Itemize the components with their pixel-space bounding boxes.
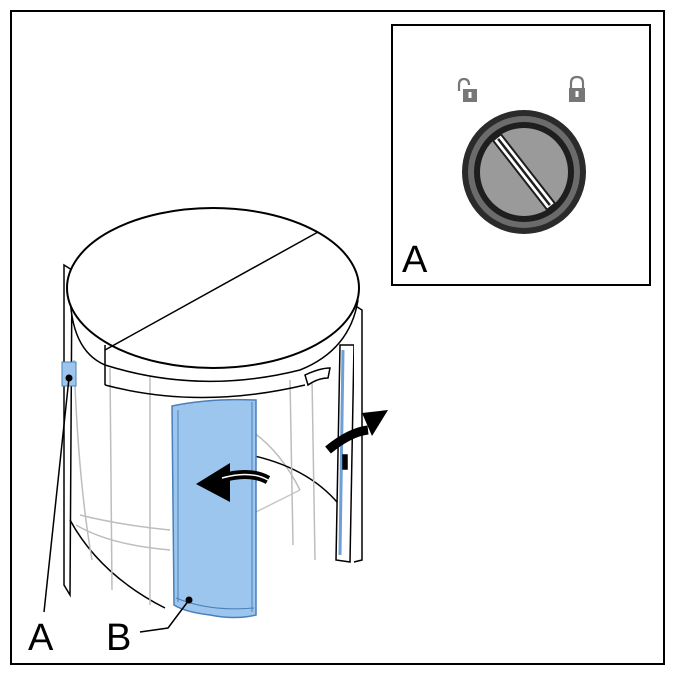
left-side-panel bbox=[63, 263, 73, 598]
key-switch-location bbox=[61, 361, 77, 387]
canopy-split-line bbox=[104, 231, 319, 351]
door-wing-b-glass bbox=[171, 398, 257, 619]
dial-key-slot bbox=[491, 132, 557, 212]
canopy-top bbox=[66, 207, 360, 369]
inset-label-a: A bbox=[402, 239, 428, 281]
drum-right-floor-curve bbox=[249, 454, 351, 521]
drum-base-curve bbox=[69, 519, 166, 609]
canopy-bracket bbox=[304, 367, 331, 387]
revolving-door bbox=[63, 207, 363, 609]
right-door-panel bbox=[335, 344, 355, 563]
leader-line-a bbox=[43, 377, 70, 613]
key-switch-highlight bbox=[61, 361, 77, 387]
locked-padlock-icon bbox=[569, 75, 585, 102]
right-frame-post bbox=[289, 379, 294, 546]
unlocked-padlock-icon bbox=[457, 77, 477, 102]
right-frame-post-2 bbox=[311, 377, 316, 561]
key-switch-dial bbox=[462, 110, 586, 234]
curved-arrow-left-icon bbox=[196, 463, 271, 502]
leader-line-b bbox=[139, 599, 190, 633]
canopy-bottom-edge bbox=[104, 384, 306, 399]
right-handle bbox=[342, 454, 348, 470]
drum-frame-post-1 bbox=[109, 367, 113, 591]
door-wing-b-bottom bbox=[175, 597, 255, 610]
drum-glass-line bbox=[73, 359, 93, 561]
drum-frame-rail-2 bbox=[75, 524, 171, 551]
label-b-door-wing: B bbox=[106, 617, 131, 659]
right-door-edge bbox=[338, 349, 345, 556]
curved-arrow-right-icon bbox=[325, 410, 388, 454]
label-a-key-switch: A bbox=[28, 617, 54, 659]
drum-frame-rail bbox=[79, 514, 171, 531]
figure-frame bbox=[10, 10, 665, 665]
inset-key-switch-detail: A bbox=[391, 24, 651, 286]
door-wing-b bbox=[171, 398, 257, 619]
